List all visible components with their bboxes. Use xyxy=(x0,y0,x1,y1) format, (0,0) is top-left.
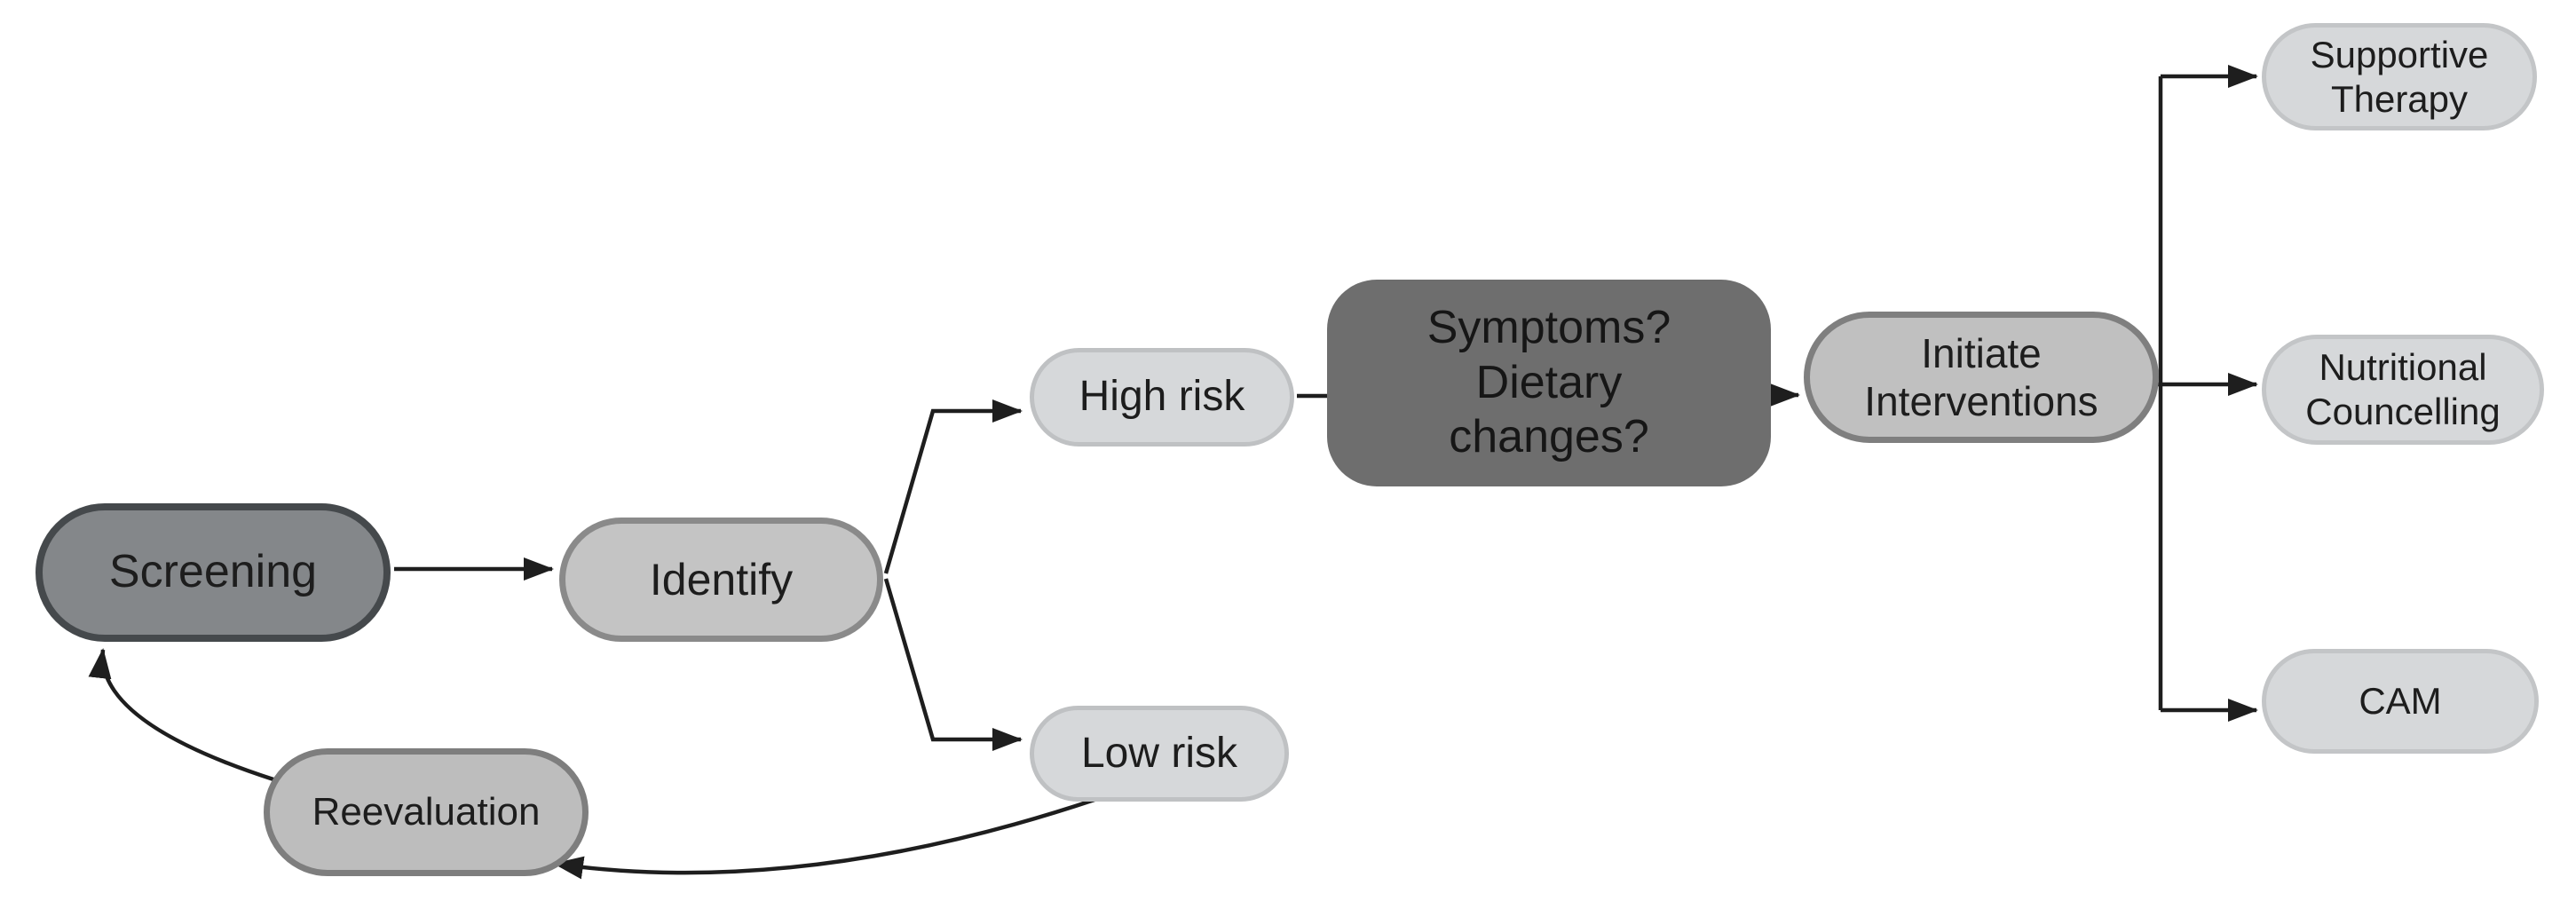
edge-low-risk-reevaluation xyxy=(553,797,1095,880)
node-low-risk-label: Low risk xyxy=(1080,729,1238,777)
node-cam: CAM xyxy=(2262,649,2539,754)
node-low-risk: Low risk xyxy=(1030,706,1289,802)
edge-identify-low-risk xyxy=(883,578,1023,751)
node-symptoms-line2: Dietary xyxy=(1475,356,1623,408)
node-cam-label: CAM xyxy=(2359,680,2442,723)
node-screening-label: Screening xyxy=(108,546,318,598)
node-screening: Screening xyxy=(36,503,391,642)
node-reevaluation: Reevaluation xyxy=(264,748,589,876)
node-nutritional-councelling: Nutritional Councelling xyxy=(2262,335,2544,445)
node-initiate-line2: Interventions xyxy=(1864,378,2098,424)
node-identify: Identify xyxy=(559,518,883,642)
node-nutritional-line2: Councelling xyxy=(2305,391,2501,432)
edge-reevaluation-screening xyxy=(88,648,274,782)
node-nutritional-line1: Nutritional xyxy=(2319,346,2487,389)
node-reevaluation-label: Reevaluation xyxy=(312,790,541,834)
node-symptoms-line1: Symptoms? xyxy=(1426,302,1671,354)
node-initiate-interventions: Initiate Interventions xyxy=(1804,312,2159,443)
node-supportive-line2: Therapy xyxy=(2330,77,2469,120)
node-high-risk-label: High risk xyxy=(1079,373,1245,421)
node-identify-label: Identify xyxy=(649,554,794,605)
edge-identify-high-risk xyxy=(883,399,1023,574)
node-symptoms-decision: Symptoms? Dietary changes? xyxy=(1327,280,1771,486)
node-supportive-therapy: Supportive Therapy xyxy=(2262,23,2537,130)
node-initiate-line1: Initiate xyxy=(1921,329,2042,376)
node-symptoms-line3: changes? xyxy=(1449,411,1649,463)
node-high-risk: High risk xyxy=(1030,348,1294,447)
node-supportive-line1: Supportive xyxy=(2310,33,2489,75)
